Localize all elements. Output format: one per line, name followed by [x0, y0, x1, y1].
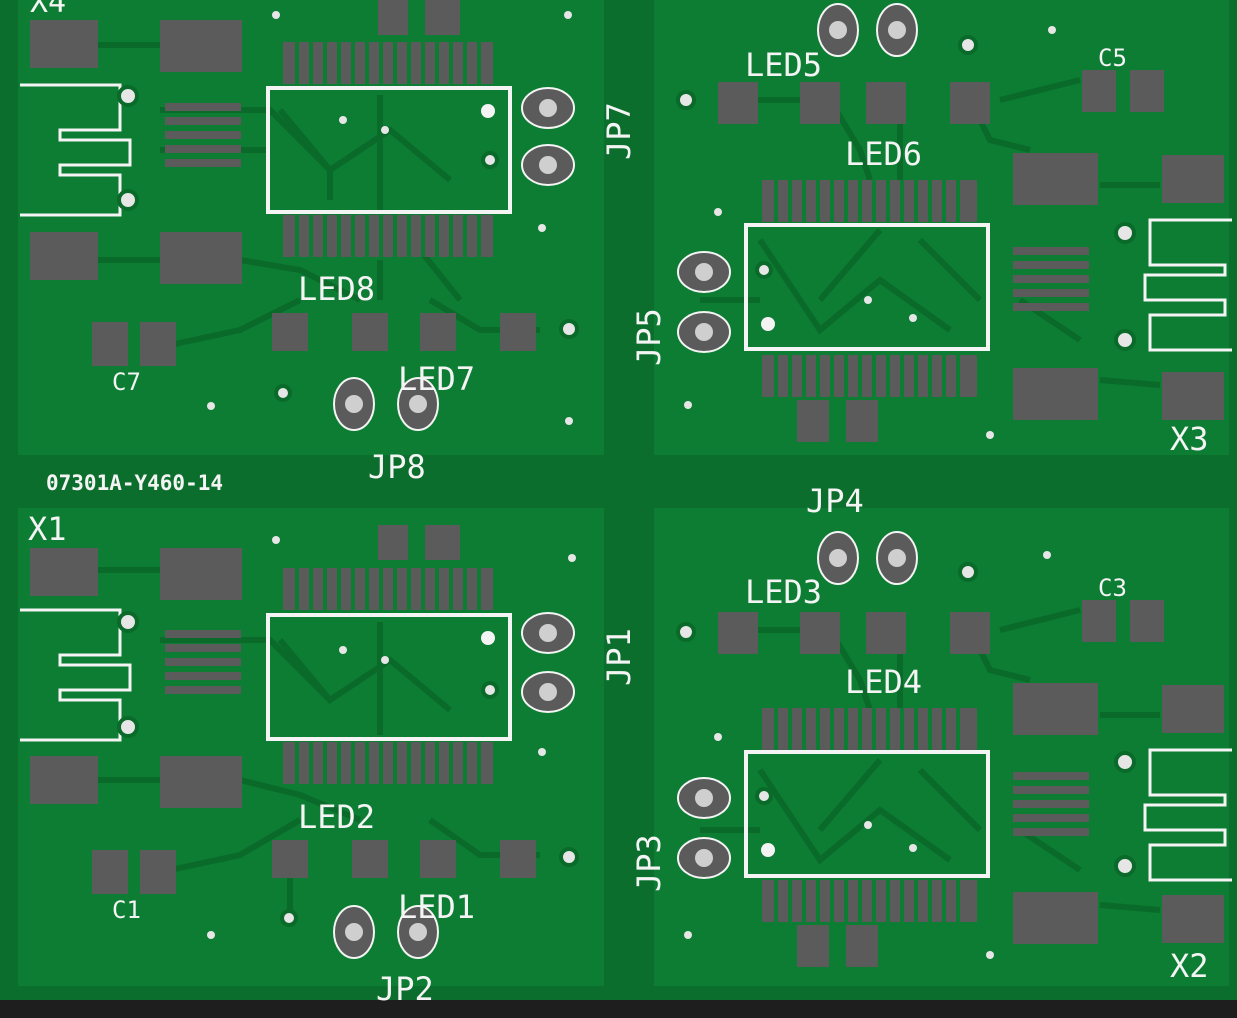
label-x3: X3	[1170, 420, 1209, 458]
label-led5: LED5	[745, 46, 822, 84]
label-jp3: JP3	[630, 834, 668, 892]
label-led2: LED2	[298, 798, 375, 836]
label-jp4: JP4	[806, 482, 864, 520]
module-bottom-left-parts	[20, 525, 579, 959]
label-led1: LED1	[398, 888, 475, 926]
panel-label: 07301A-Y460-14	[46, 471, 223, 495]
label-c3: C3	[1098, 574, 1127, 602]
label-jp1: JP1	[600, 628, 638, 686]
label-c7: C7	[112, 368, 141, 396]
label-x2: X2	[1170, 947, 1209, 985]
label-jp7: JP7	[600, 102, 638, 160]
label-x4: X4	[30, 0, 66, 20]
label-led3: LED3	[745, 573, 822, 611]
module-bottom-right-parts	[676, 531, 1232, 967]
label-x1: X1	[28, 510, 67, 548]
label-led8: LED8	[298, 270, 375, 308]
label-led4: LED4	[845, 663, 922, 701]
label-jp8: JP8	[368, 448, 426, 486]
panel-edge	[0, 1000, 1237, 1018]
label-led6: LED6	[845, 135, 922, 173]
label-c1: C1	[112, 896, 141, 924]
module-top-right-parts	[676, 3, 1232, 442]
module-top-left-parts	[20, 0, 579, 431]
label-led7: LED7	[398, 360, 475, 398]
label-c5: C5	[1098, 44, 1127, 72]
label-jp2: JP2	[376, 970, 434, 1008]
label-jp5: JP5	[630, 308, 668, 366]
